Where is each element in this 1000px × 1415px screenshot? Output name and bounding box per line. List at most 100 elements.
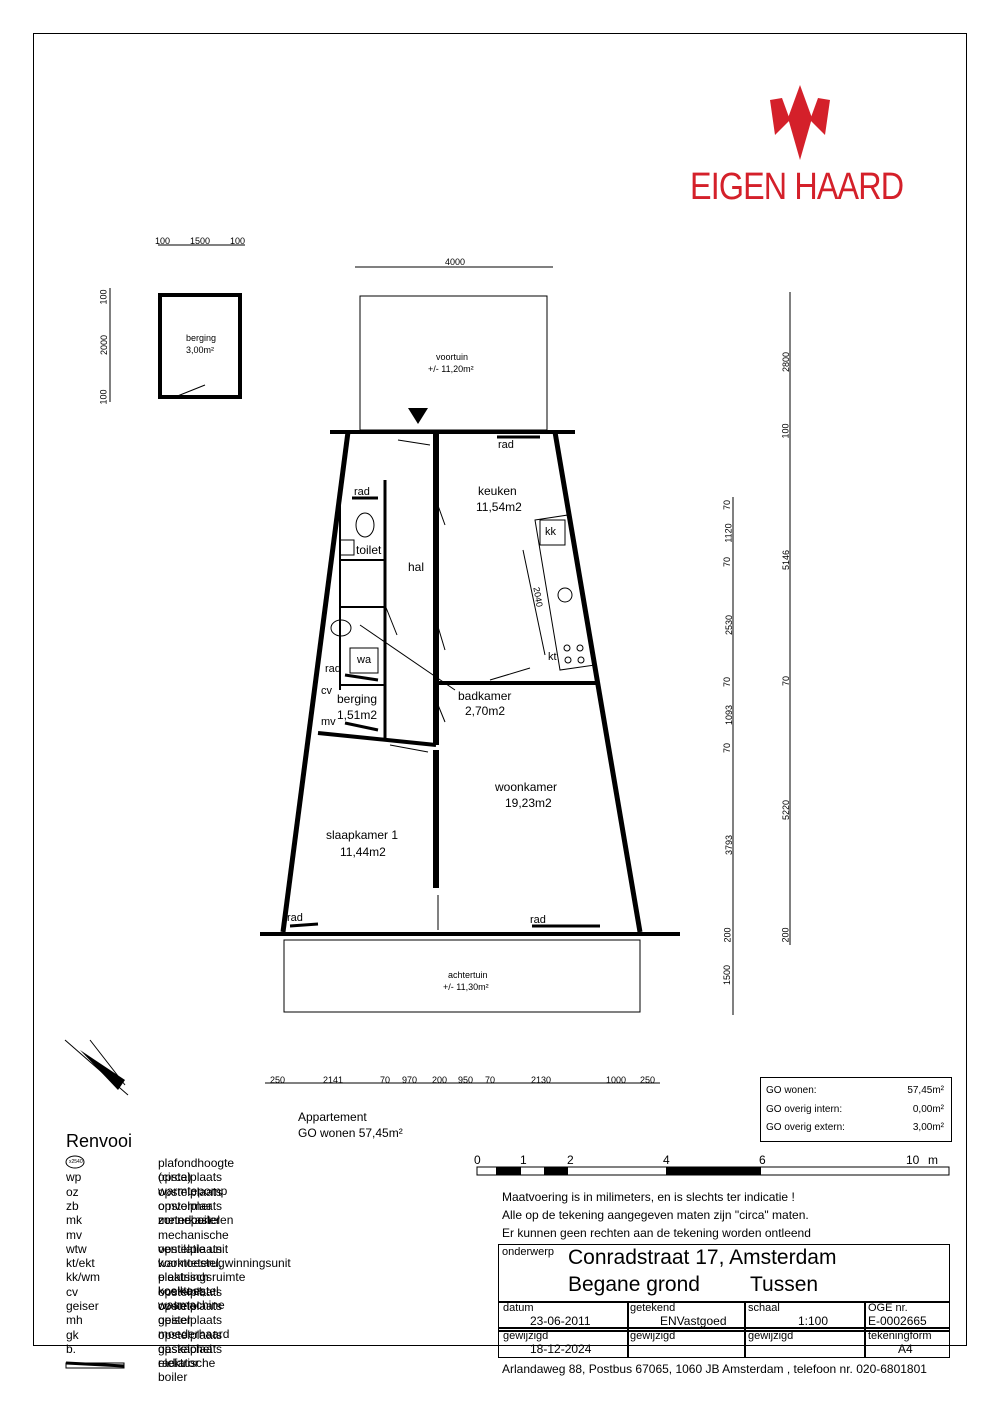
go-label: GO overig extern:: [766, 1122, 845, 1133]
ext-dim-left-2: 2000: [99, 334, 110, 356]
room-badkamer-area: 2,70m2: [465, 704, 506, 718]
go-summary-box: GO wonen: 57,45m² GO overig intern: 0,00…: [760, 1077, 952, 1142]
renvooi-value: kooktoestel, elektrisch kooktoestel: [158, 1256, 223, 1299]
scale-label: 10: [906, 1153, 920, 1167]
renvooi-value: opstelplaats zonneboiler: [158, 1198, 223, 1227]
dim-bottom: 70: [380, 1075, 391, 1085]
title-block-col: [627, 1301, 629, 1357]
room-keuken: keuken: [478, 484, 517, 498]
room-berging-ext-area: 3,00m²: [186, 345, 215, 355]
dim-right-outer: 200: [780, 927, 791, 943]
dim-right-inner: 70: [722, 556, 733, 568]
dim-bottom: 950: [458, 1075, 474, 1085]
go-row: GO overig extern: 3,00m²: [766, 1122, 944, 1133]
go-value: 0,00m²: [912, 1104, 944, 1115]
gewijzigd: 18-12-2024: [530, 1342, 592, 1356]
dim-top-width: 4000: [445, 257, 466, 267]
dim-right-inner: 70: [722, 499, 733, 511]
renvooi-value: opstelplaats cv-ketel: [158, 1284, 223, 1313]
room-hal: hal: [408, 560, 425, 574]
renvooi-value: plaatsingsruimte koelkast, wasmachine: [158, 1270, 246, 1313]
dim-right-inner: 200: [722, 927, 733, 943]
datum-label: datum: [503, 1302, 534, 1314]
ext-dim-left-1: 100: [98, 289, 109, 305]
title-block: [498, 1244, 950, 1328]
renvooi-key: oz: [66, 1184, 79, 1199]
renvooi-value: opstelplaats warmtepomp: [158, 1170, 228, 1199]
renvooi-key: gk: [66, 1327, 79, 1342]
renvooi-key: b.: [66, 1341, 77, 1356]
ceiling-symbol: x2540: [69, 1159, 83, 1165]
fixture-cv: cv: [321, 685, 332, 697]
dim-right-outer: 100: [780, 423, 791, 439]
dim-bottom: 70: [485, 1075, 496, 1085]
room-badkamer: badkamer: [458, 689, 512, 703]
room-berging: berging: [337, 692, 378, 706]
tekeningform: A4: [898, 1342, 913, 1356]
dim-right-outer: 70: [781, 675, 792, 687]
oge-label: OGE nr.: [868, 1302, 908, 1314]
scale-label: 4: [663, 1153, 670, 1167]
fixture-rad: rad: [354, 486, 370, 498]
getekend-label: getekend: [630, 1302, 676, 1314]
room-woonkamer: woonkamer: [495, 780, 558, 794]
onderwerp-label: onderwerp: [502, 1246, 554, 1258]
dim-bottom: 2130: [531, 1075, 552, 1085]
schaal: 1:100: [798, 1314, 829, 1328]
scale-label: 6: [759, 1153, 766, 1167]
ext-dim-3: 100: [230, 236, 246, 246]
room-berging-ext: berging: [186, 333, 217, 343]
scale-label: 0: [474, 1153, 481, 1167]
footer-address: Arlandaweg 88, Postbus 67065, 1060 JB Am…: [502, 1362, 927, 1376]
renvooi-key: kk/wm: [66, 1270, 100, 1285]
room-slaapkamer: slaapkamer 1: [326, 828, 399, 842]
room-achtertuin-area: +/- 11,30m²: [443, 982, 489, 992]
renvooi-key: mk: [66, 1213, 82, 1228]
room-woonkamer-area: 19,23m2: [505, 796, 552, 810]
title-block-bottom: [498, 1328, 950, 1358]
dim-bottom: 250: [640, 1075, 656, 1085]
dim-right-inner: 1500: [722, 964, 733, 986]
scale-label: 2: [567, 1153, 574, 1167]
room-slaapkamer-area: 11,44m2: [340, 845, 386, 859]
fixture-kt: kt: [548, 651, 557, 663]
address: Conradstraat 17, Amsterdam: [568, 1246, 837, 1269]
renvooi-key: cv: [66, 1284, 78, 1299]
renvooi-key: wtw: [66, 1241, 87, 1256]
brand-name: EIGEN HAARD: [690, 166, 904, 208]
renvooi-value: plafondhoogte (circa): [158, 1156, 235, 1184]
floor: Begane grond: [568, 1273, 700, 1296]
go-value: 3,00m²: [912, 1122, 944, 1133]
dim-bottom: 2141: [323, 1075, 344, 1085]
renvooi-key: mh: [66, 1313, 83, 1328]
renvooi-key: kt/ekt: [66, 1256, 95, 1271]
dim-right-inner: 1120: [723, 523, 734, 543]
schaal-label: schaal: [748, 1302, 780, 1314]
room-voortuin: voortuin: [436, 352, 469, 362]
renvooi-value: opstelplaats elektrische boiler: [158, 1341, 223, 1384]
scale-label: 1: [520, 1153, 527, 1167]
ext-dim-1: 100: [155, 236, 171, 246]
go-label: GO overig intern:: [766, 1104, 843, 1115]
note: Alle op de tekening aangegeven maten zij…: [502, 1208, 809, 1222]
renvooi-value: radiator: [158, 1356, 199, 1371]
oge: E-0002665: [868, 1314, 927, 1328]
dim-right-outer: 5146: [781, 549, 792, 571]
fixture-rad: rad: [498, 439, 514, 451]
dim-right-inner: 1093: [724, 704, 735, 726]
room-keuken-area: 11,54m2: [476, 500, 522, 514]
renvooi-key: mv: [66, 1227, 82, 1242]
gewijzigd-label: gewijzigd: [503, 1330, 549, 1342]
title-block-col: [744, 1301, 746, 1357]
dim-right-outer: 5220: [781, 799, 792, 821]
note: Er kunnen geen rechten aan de tekening w…: [502, 1226, 811, 1240]
gewijzigd3-label: gewijzigd: [748, 1330, 794, 1342]
go-row: GO overig intern: 0,00m²: [766, 1104, 944, 1115]
note: Maatvoering is in milimeters, en is slec…: [502, 1190, 795, 1204]
fixture-mv: mv: [321, 716, 336, 728]
gewijzigd2-label: gewijzigd: [630, 1330, 676, 1342]
renvooi-key: geiser: [66, 1299, 99, 1313]
fixture-rad: rad: [530, 914, 546, 926]
appartement-line2: GO wonen 57,45m²: [298, 1126, 403, 1140]
ext-dim-left-3: 100: [98, 389, 109, 405]
